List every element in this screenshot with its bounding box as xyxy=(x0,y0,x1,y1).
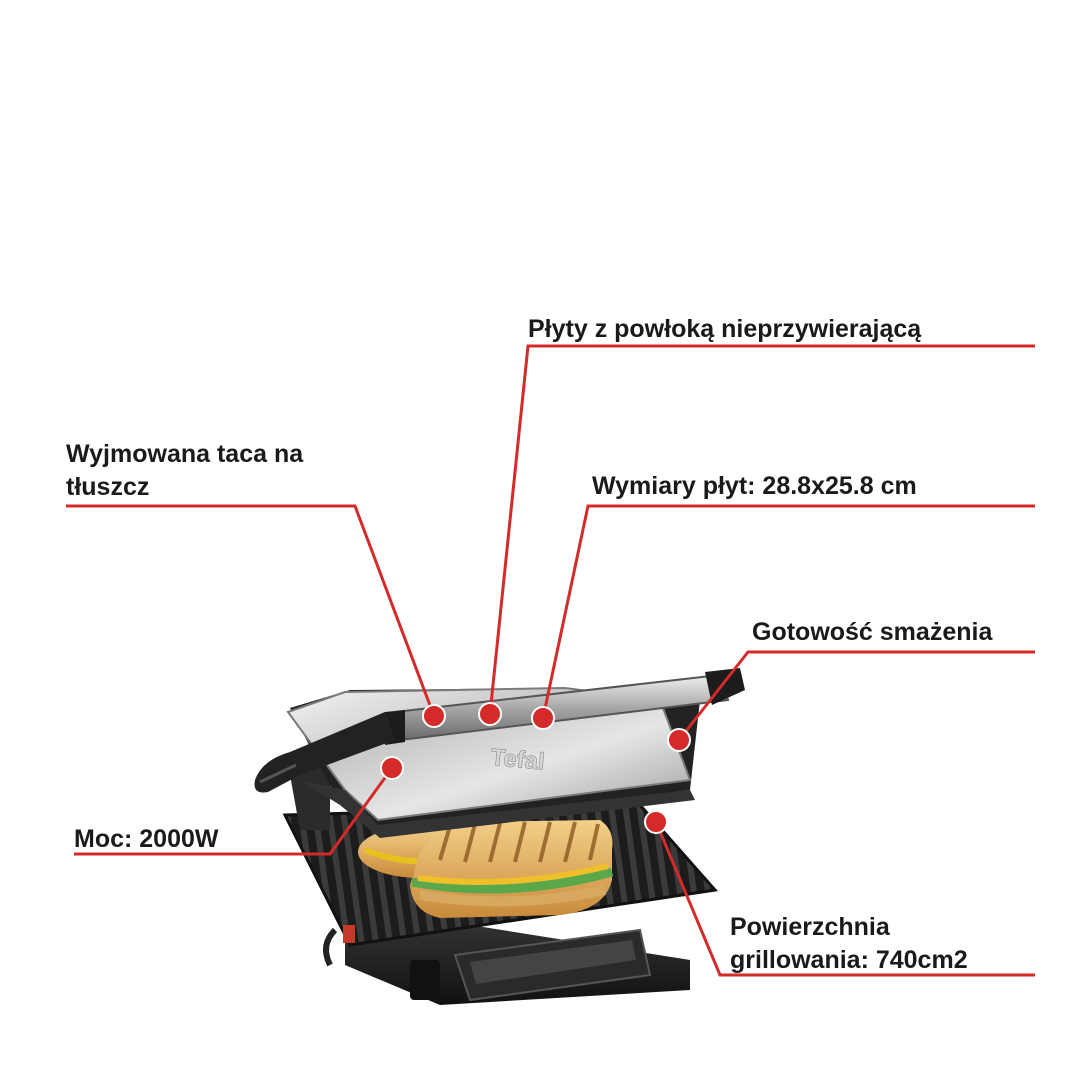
leader-line-readiness xyxy=(677,650,1035,741)
hinge-arm xyxy=(290,765,355,967)
callout-leader-lines xyxy=(66,344,1035,977)
marker-dot-power xyxy=(380,756,404,780)
marker-dot-tray xyxy=(422,704,446,728)
marker-dot-plates xyxy=(478,702,502,726)
callout-label-plates: Płyty z powłoką nieprzywierającą xyxy=(528,313,921,346)
callout-label-surface: Powierzchnia grillowania: 740cm2 xyxy=(730,911,968,977)
leader-line-dimensions xyxy=(541,504,1035,719)
leader-line-plates xyxy=(488,344,1035,715)
brand-logo: Tefal xyxy=(489,744,545,776)
callout-dimensions-text: Wymiary płyt: 28.8x25.8 cm xyxy=(592,472,917,500)
marker-dot-readiness xyxy=(667,728,691,752)
callout-readiness-text: Gotowość smażenia xyxy=(752,618,993,646)
panini-sandwiches xyxy=(358,820,614,918)
callout-label-readiness: Gotowość smażenia xyxy=(752,616,992,649)
callout-markers xyxy=(380,702,691,834)
marker-dot-surface xyxy=(644,810,668,834)
callout-tray-line1: Wyjmowana taca na xyxy=(66,440,304,468)
callout-surface-line2: grillowania: 740cm2 xyxy=(730,946,968,974)
callout-power-text: Moc: 2000W xyxy=(74,825,219,853)
callout-label-dimensions: Wymiary płyt: 28.8x25.8 cm xyxy=(592,470,917,503)
callout-plates-text: Płyty z powłoką nieprzywierającą xyxy=(528,315,922,343)
callout-label-power: Moc: 2000W xyxy=(74,823,218,856)
marker-dot-dimensions xyxy=(531,706,555,730)
leader-line-tray xyxy=(66,504,436,717)
callout-surface-line1: Powierzchnia xyxy=(730,913,890,941)
leader-line-power xyxy=(74,767,394,856)
callout-tray-line2: tłuszcz xyxy=(66,473,150,501)
callout-label-tray: Wyjmowana taca na tłuszcz xyxy=(66,438,303,504)
leader-line-surface xyxy=(654,821,1035,977)
